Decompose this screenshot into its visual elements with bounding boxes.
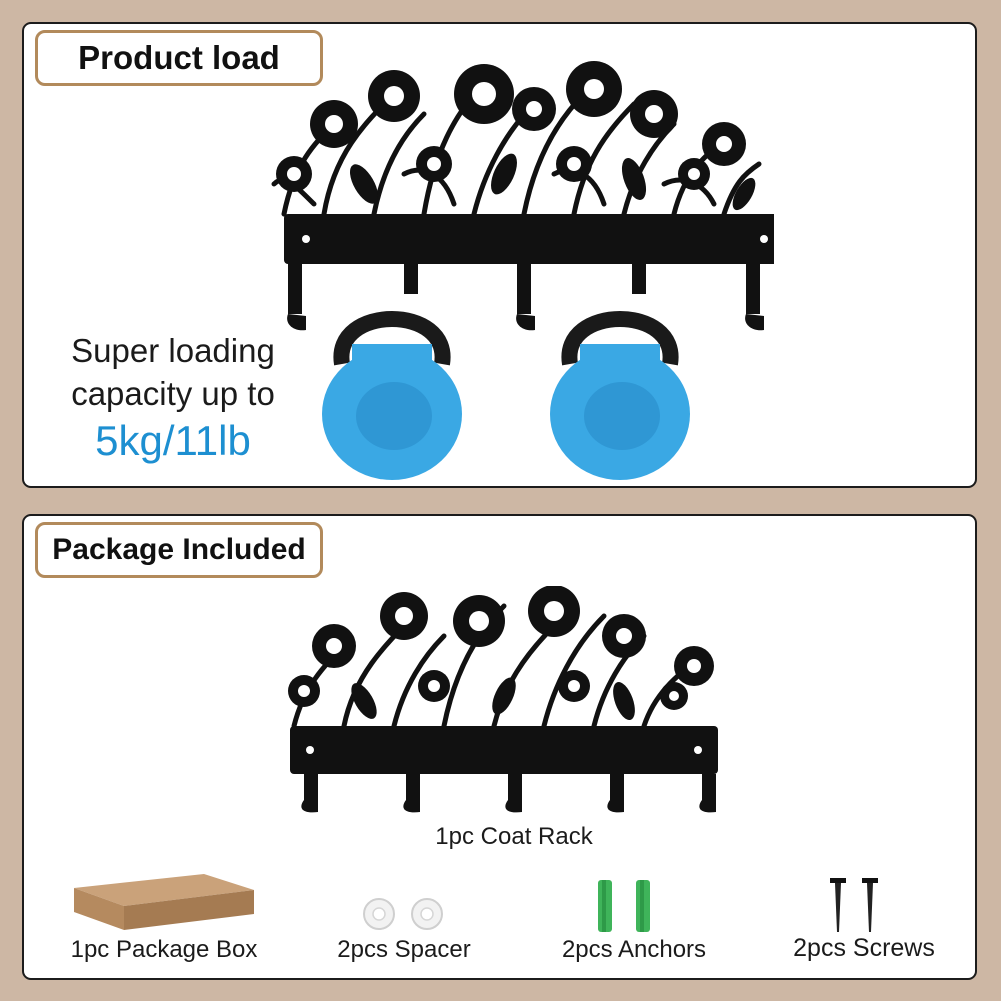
spacer-caption: 2pcs Spacer	[337, 936, 471, 963]
capacity-line1: Super loading	[71, 332, 275, 369]
kettlebell-left-icon	[322, 311, 462, 480]
spacer-ring-icon	[363, 898, 443, 930]
coat-rack-caption: 1pc Coat Rack	[435, 823, 593, 850]
screws-caption: 2pcs Screws	[793, 934, 935, 962]
capacity-value: 5kg/11lb	[95, 417, 251, 464]
flower-coat-rack-icon	[288, 586, 718, 813]
product-load-title: Product load	[35, 30, 323, 86]
screw-icon	[830, 878, 878, 932]
cardboard-box-icon	[74, 874, 254, 930]
product-load-panel: Product load	[22, 22, 977, 488]
flower-coat-rack-icon	[271, 61, 774, 331]
wall-anchor-icon	[598, 880, 650, 932]
package-included-panel: Package Included	[22, 514, 977, 980]
anchors-caption: 2pcs Anchors	[561, 936, 707, 963]
capacity-line2: capacity up to	[71, 375, 275, 412]
package-box-caption: 1pc Package Box	[70, 936, 258, 963]
package-included-title: Package Included	[35, 522, 323, 578]
kettlebell-right-icon	[550, 311, 690, 480]
